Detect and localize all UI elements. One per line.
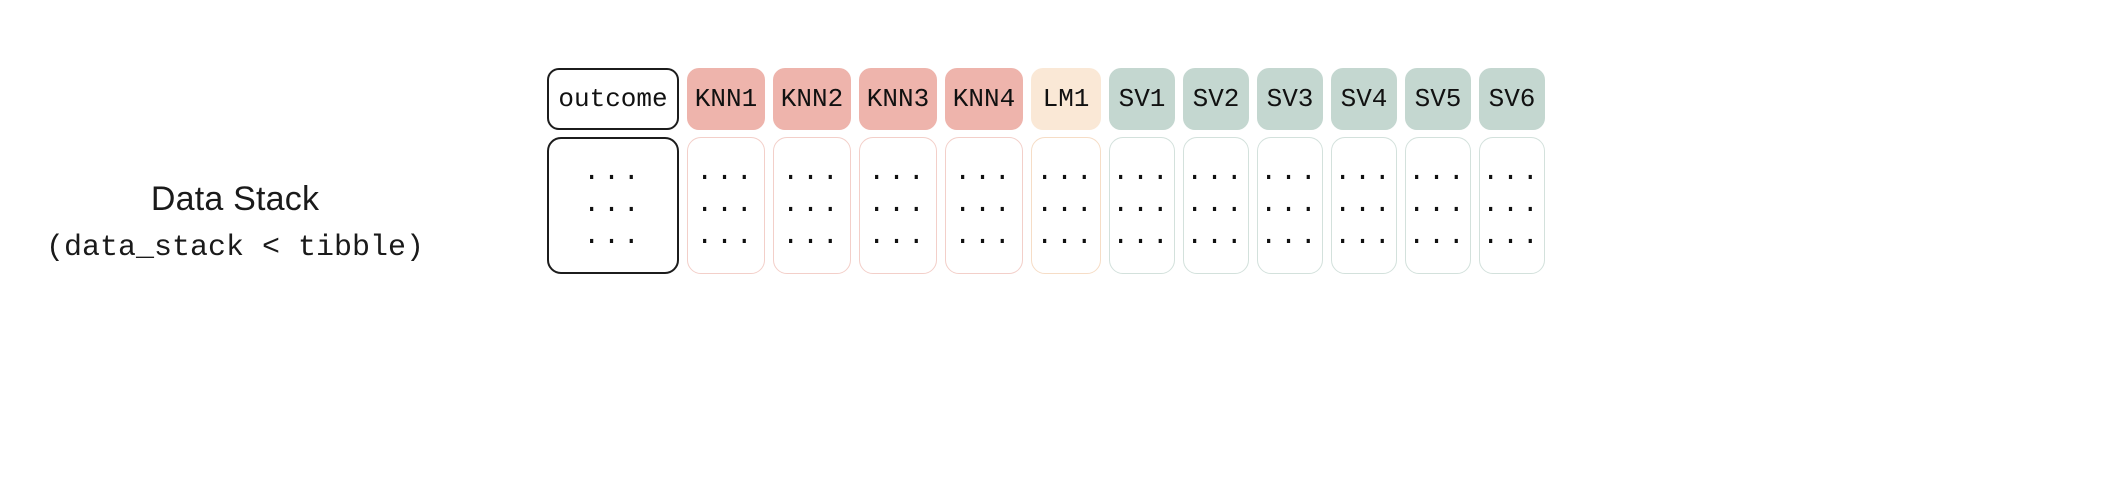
table-cell: ...	[1408, 156, 1468, 188]
table-column-sv4: SV4.........	[1331, 68, 1397, 274]
table-column-sv1: SV1.........	[1109, 68, 1175, 274]
column-header-sv4[interactable]: SV4	[1331, 68, 1397, 130]
table-column-knn3: KNN3.........	[859, 68, 937, 274]
table-column-sv3: SV3.........	[1257, 68, 1323, 274]
table-cell: ...	[868, 156, 928, 188]
table-cell: ...	[782, 156, 842, 188]
table-cell: ...	[1260, 156, 1320, 188]
column-header-sv5[interactable]: SV5	[1405, 68, 1471, 130]
data-stack-label-block: Data Stack (data_stack < tibble)	[0, 178, 470, 270]
table-column-sv2: SV2.........	[1183, 68, 1249, 274]
column-header-knn1[interactable]: KNN1	[687, 68, 765, 130]
column-body-sv4: .........	[1331, 137, 1397, 274]
table-cell: ...	[583, 156, 643, 188]
table-cell: ...	[1408, 188, 1468, 220]
table-cell: ...	[696, 220, 756, 252]
column-header-lm1[interactable]: LM1	[1031, 68, 1101, 130]
table-cell: ...	[868, 188, 928, 220]
column-header-knn4[interactable]: KNN4	[945, 68, 1023, 130]
table-cell: ...	[1408, 220, 1468, 252]
table-cell: ...	[1186, 220, 1246, 252]
table-cell: ...	[1036, 220, 1096, 252]
column-body-sv6: .........	[1479, 137, 1545, 274]
table-cell: ...	[1482, 188, 1542, 220]
column-body-sv3: .........	[1257, 137, 1323, 274]
table-cell: ...	[1334, 188, 1394, 220]
column-body-sv5: .........	[1405, 137, 1471, 274]
column-body-knn1: .........	[687, 137, 765, 274]
table-column-outcome: outcome.........	[547, 68, 679, 274]
table-cell: ...	[1112, 220, 1172, 252]
column-header-sv1[interactable]: SV1	[1109, 68, 1175, 130]
table-column-knn1: KNN1.........	[687, 68, 765, 274]
column-body-knn4: .........	[945, 137, 1023, 274]
table-column-knn2: KNN2.........	[773, 68, 851, 274]
column-header-knn2[interactable]: KNN2	[773, 68, 851, 130]
table-cell: ...	[1482, 220, 1542, 252]
table-cell: ...	[696, 188, 756, 220]
table-column-knn4: KNN4.........	[945, 68, 1023, 274]
table-cell: ...	[1036, 188, 1096, 220]
table-cell: ...	[1260, 188, 1320, 220]
table-cell: ...	[583, 220, 643, 252]
table-column-lm1: LM1.........	[1031, 68, 1101, 274]
column-body-lm1: .........	[1031, 137, 1101, 274]
column-body-sv2: .........	[1183, 137, 1249, 274]
table-cell: ...	[1334, 156, 1394, 188]
table-cell: ...	[868, 220, 928, 252]
table-cell: ...	[782, 188, 842, 220]
data-stack-table: outcome.........KNN1.........KNN2.......…	[547, 68, 1545, 274]
table-cell: ...	[954, 220, 1014, 252]
table-cell: ...	[1186, 188, 1246, 220]
table-cell: ...	[782, 220, 842, 252]
column-header-sv6[interactable]: SV6	[1479, 68, 1545, 130]
column-body-knn3: .........	[859, 137, 937, 274]
column-header-sv2[interactable]: SV2	[1183, 68, 1249, 130]
data-stack-title: Data Stack	[150, 180, 320, 218]
table-cell: ...	[696, 156, 756, 188]
column-body-knn2: .........	[773, 137, 851, 274]
table-column-sv5: SV5.........	[1405, 68, 1471, 274]
table-cell: ...	[583, 188, 643, 220]
column-header-outcome[interactable]: outcome	[547, 68, 679, 130]
table-cell: ...	[1260, 220, 1320, 252]
table-cell: ...	[1334, 220, 1394, 252]
table-cell: ...	[954, 188, 1014, 220]
table-cell: ...	[1036, 156, 1096, 188]
table-cell: ...	[954, 156, 1014, 188]
column-header-knn3[interactable]: KNN3	[859, 68, 937, 130]
table-cell: ...	[1186, 156, 1246, 188]
column-header-sv3[interactable]: SV3	[1257, 68, 1323, 130]
column-body-outcome: .........	[547, 137, 679, 274]
data-stack-subtitle: (data_stack < tibble)	[45, 231, 425, 265]
table-column-sv6: SV6.........	[1479, 68, 1545, 274]
table-cell: ...	[1482, 156, 1542, 188]
table-cell: ...	[1112, 156, 1172, 188]
table-cell: ...	[1112, 188, 1172, 220]
column-body-sv1: .........	[1109, 137, 1175, 274]
